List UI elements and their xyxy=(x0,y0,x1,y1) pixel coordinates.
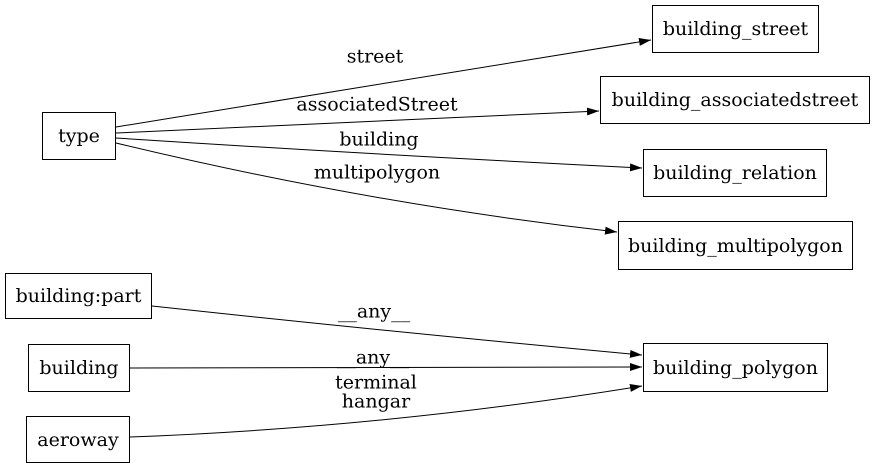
edge-label-aeroway-to-building_polygon: terminal hangar xyxy=(335,371,417,413)
edge-label-type-to-building_street: street xyxy=(346,45,404,68)
node-building_multipolygon: building_multipolygon xyxy=(618,221,853,270)
edge-label-type-to-building_multipolygon: multipolygon xyxy=(313,161,441,184)
edge-type-to-building_street xyxy=(115,37,652,128)
node-building_part: building:part xyxy=(5,273,152,319)
node-building_polygon: building_polygon xyxy=(643,343,828,392)
node-type: type xyxy=(42,112,116,160)
node-building: building xyxy=(28,344,130,392)
edge-building-to-building_polygon xyxy=(129,363,643,372)
edge-type-to-building_multipolygon xyxy=(115,142,618,235)
edge-label-type-to-building_relation: building xyxy=(339,128,419,151)
edge-aeroway-to-building_polygon xyxy=(129,383,643,438)
edge-type-to-building_associatedstreet xyxy=(115,107,600,134)
node-aeroway: aeroway xyxy=(26,416,130,463)
node-building_associatedstreet: building_associatedstreet xyxy=(600,76,870,124)
edge-label-type-to-building_associatedstreet: associatedStreet xyxy=(296,93,458,116)
node-building_relation: building_relation xyxy=(643,149,827,197)
edge-type-to-building_relation xyxy=(115,137,643,172)
node-building_street: building_street xyxy=(652,5,819,53)
edge-label-building-to-building_polygon: __any__ xyxy=(336,346,410,369)
edge-building_part-to-building_polygon xyxy=(151,305,643,358)
edge-label-building_part-to-building_polygon: __any__ xyxy=(337,300,411,323)
